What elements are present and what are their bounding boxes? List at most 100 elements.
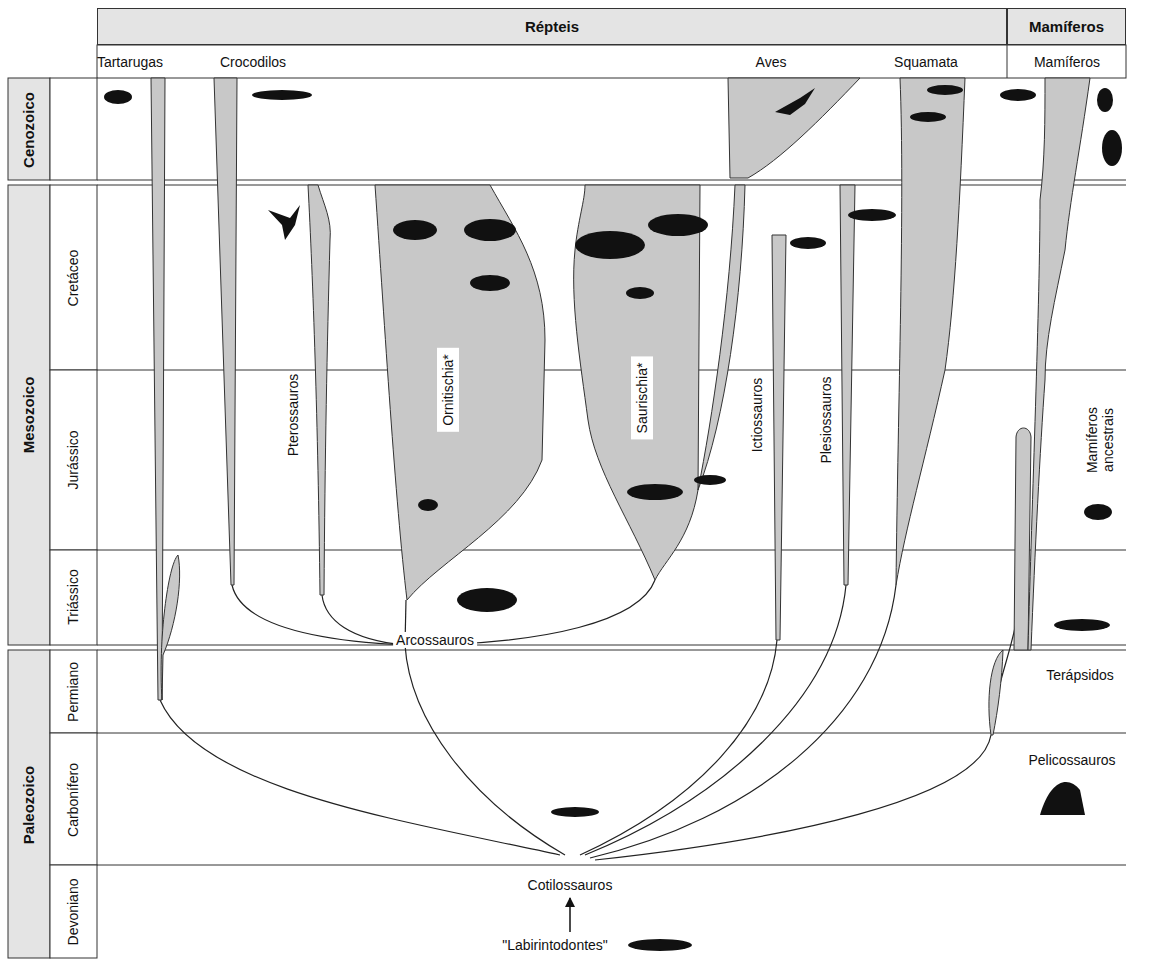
pterosaur-silhouette [268,205,300,240]
bird-lineage [698,185,745,490]
theropod-silhouette [626,287,654,299]
dinosaur-silhouette [470,275,510,291]
period-line [97,865,1126,866]
lizard-silhouette [927,85,963,95]
period-cell [50,185,97,370]
ornithischia-lineage [375,185,545,600]
pelycosaur-silhouette [1040,782,1085,815]
croc-lineage [214,78,237,585]
pterosaur-lineage [308,185,330,595]
period-name: Triássico [65,569,81,625]
turtle-lineage [151,78,165,700]
silhouettes [104,85,1122,951]
group-header: Mamíferos [1007,8,1126,45]
saurischia-lineage [574,185,700,580]
group-name: Mamíferos [1034,54,1100,70]
clade-label: Mamíferos ancestrais [1084,395,1116,485]
cotylosaur-silhouette [551,807,599,817]
period-line [97,733,1126,734]
ichthyosaur-lineage [772,235,786,640]
clade-label: Plesiossauros [818,376,834,463]
clade-label: Terápsidos [1046,667,1114,683]
ancestor-label: "Labirintodontes" [496,934,614,956]
period-name: Permiano [65,662,81,722]
labyrinthodont-silhouette [628,939,692,951]
clade-label: Arcossauros [393,632,477,648]
group-name: Aves [756,54,787,70]
period-cell [50,650,97,733]
clade-label: Pterossauros [285,374,301,456]
time-lines [97,180,1126,865]
croc-silhouette [252,90,312,100]
period-cell [50,733,97,865]
node-text: Mamíferos [1029,18,1104,35]
era-name: Paleozoico [20,766,37,844]
bird-lineage [728,78,860,178]
arrow [569,898,571,932]
branch-line [160,700,560,855]
plesiosaur-silhouette [848,209,896,221]
theropod-silhouette [648,214,708,236]
branch-line [595,735,991,860]
period-cell [50,78,97,180]
lineages [151,78,1090,735]
era-line [97,645,1126,646]
period-cell [50,865,97,958]
period-name: Cretáceo [65,250,81,307]
clade-label-box: Ornitischia* [437,348,459,432]
group-name: Tartarugas [97,54,163,70]
clade-label: Pelicossauros [1028,752,1115,768]
dinosaur-silhouette [393,220,437,240]
ancestor-label: Cotilossauros [522,874,619,896]
group-name: Crocodilos [220,54,286,70]
node-text: Répteis [525,18,579,35]
period-name: Devoniano [65,879,81,946]
plesiosaur-lineage [840,185,855,585]
sauropod-silhouette [575,231,645,259]
group-header: Répteis [97,8,1007,45]
therapsid-silhouette [1054,619,1110,631]
mammal-silhouette [1000,89,1036,101]
era-cell [8,185,50,645]
lizard-silhouette [910,112,946,122]
period-name: Jurássico [65,430,81,489]
node-text: "Labirintodontes" [502,937,608,953]
branch-line [405,645,565,855]
node-text: Ornitischia* [440,354,456,426]
pelycosaur-lineage [989,650,1003,735]
clade-label-box: Saurischia* [631,357,653,440]
bird-ancestor-silhouette [694,475,726,485]
turtle-silhouette [104,90,132,104]
mammal-lineage [1028,78,1090,650]
group-name: Squamata [894,54,958,70]
theropod-silhouette [627,484,683,500]
era-line [97,650,1126,651]
dinosaur-silhouette [464,219,516,241]
era-cell [8,650,50,958]
kangaroo-silhouette [1102,130,1122,166]
era-name: Mesozoico [20,377,37,454]
period-name: Carbonífero [65,763,81,837]
header-row [97,45,1126,78]
bird-silhouette [775,88,815,115]
branch-line [585,585,846,855]
squamata-lineage [896,78,965,585]
period-cell [50,550,97,645]
era-cell [8,78,50,180]
turtle-side-lineage [161,555,180,700]
branch-line [580,640,777,855]
node-text: Saurischia* [634,363,650,434]
node-text: Cotilossauros [528,877,613,893]
clade-label: Ictiossauros [749,378,765,453]
dinosaur-silhouette [418,499,438,511]
ichthyosaur-silhouette [790,237,826,249]
header-divider [1007,45,1008,78]
archosaur-silhouette [457,588,517,612]
ancestral-mammal-silhouette [1084,504,1112,520]
branch-lines [160,580,1020,860]
branch-line [232,585,405,645]
era-line [97,180,1126,181]
